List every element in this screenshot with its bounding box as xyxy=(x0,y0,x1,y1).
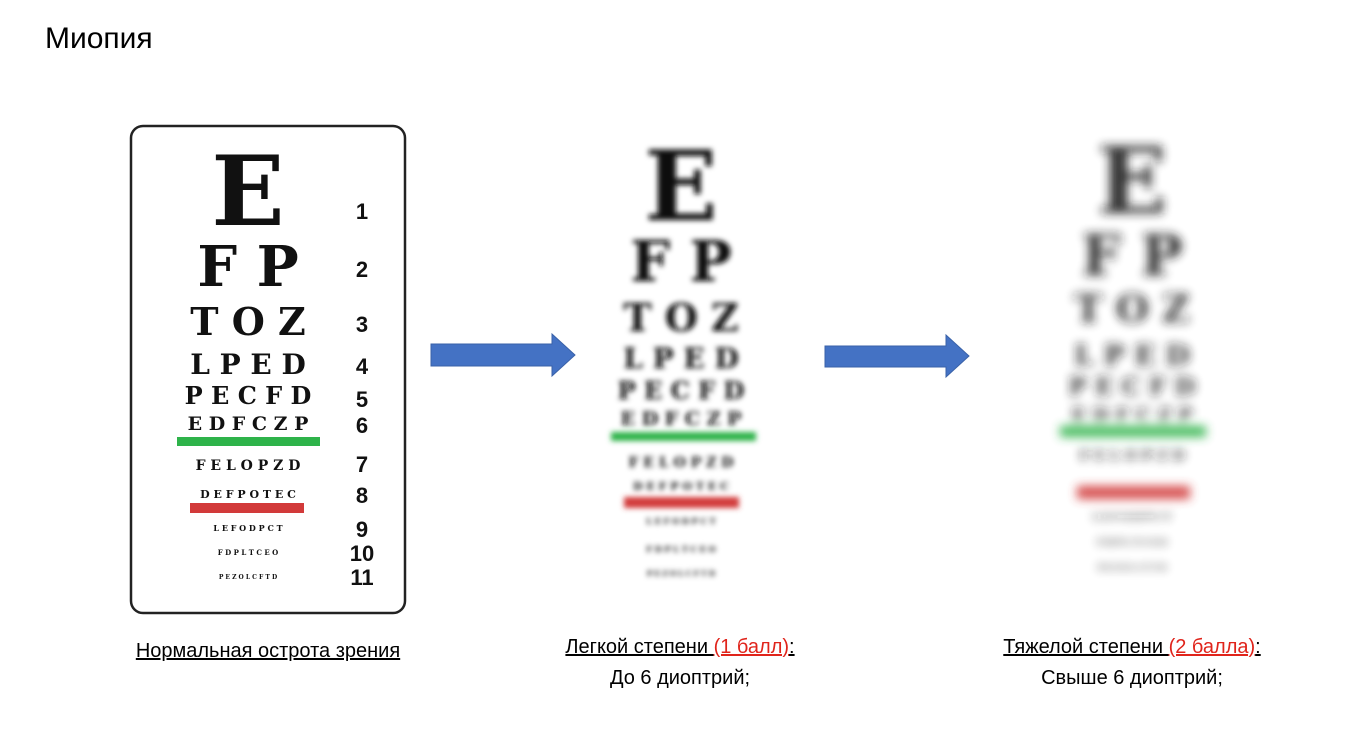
caption-severe-score: (2 балла) xyxy=(1168,636,1256,658)
chart-row-10: F D P L T C E O xyxy=(218,548,279,557)
severe-row-9: L E F O D P C T xyxy=(1093,513,1171,523)
chart-row-1: E xyxy=(211,135,284,248)
chart-row-6: E D F C Z P xyxy=(188,413,309,435)
severe-green-line xyxy=(1060,426,1206,437)
row-number-4: 4 xyxy=(356,354,369,379)
eye-chart-severe: E F P T O Z L P E D P E C F D E D F C Z … xyxy=(1060,127,1206,572)
caption-severe: Тяжелой степени (2 балла): Свыше 6 диопт… xyxy=(949,632,1315,694)
arrow-right-icon xyxy=(430,332,576,378)
caption-severe-label: Тяжелой степени xyxy=(1003,636,1169,658)
row-number-8: 8 xyxy=(356,483,368,508)
caption-normal: Нормальная острота зрения xyxy=(98,636,438,667)
row-number-3: 3 xyxy=(356,312,368,337)
severe-row-7: F E L O P Z D xyxy=(1080,448,1185,464)
severe-row-6: E D F C Z P xyxy=(1072,404,1193,426)
mild-red-line xyxy=(624,497,739,508)
row-number-11: 11 xyxy=(350,565,373,590)
chart-row-7: F E L O P Z D xyxy=(196,458,301,474)
row-number-2: 2 xyxy=(356,257,368,282)
caption-mild-colon: : xyxy=(789,636,795,658)
arrow-right-icon xyxy=(824,333,970,379)
severe-row-4: L P E D xyxy=(1074,339,1190,372)
row-number-10: 10 xyxy=(350,541,374,566)
caption-mild-heading: Легкой степени (1 балл): xyxy=(510,632,850,663)
mild-row-11: P E Z O L C F T D xyxy=(647,569,715,578)
severe-row-11: P E Z O L C F T D xyxy=(1098,563,1166,572)
mild-row-1: E xyxy=(644,130,717,243)
severe-red-line xyxy=(1077,486,1190,499)
mild-row-6: E D F C Z P xyxy=(621,408,742,430)
chart-row-5: P E C F D xyxy=(185,381,312,410)
row-number-1: 1 xyxy=(356,199,368,224)
severe-row-2: F P xyxy=(1081,223,1182,289)
severe-row-10: F D P L T C E O xyxy=(1097,537,1166,547)
chart-row-11: P E Z O L C F T D xyxy=(219,574,277,581)
mild-green-line xyxy=(611,432,756,441)
mild-row-8: D E F P O T E C xyxy=(633,480,729,493)
row-number-7: 7 xyxy=(356,452,368,477)
row-number-5: 5 xyxy=(356,387,368,412)
caption-normal-label: Нормальная острота зрения xyxy=(135,640,401,662)
eye-chart-frame xyxy=(129,124,407,615)
mild-row-7: F E L O P Z D xyxy=(629,455,734,471)
mild-row-9: L E F O D P C T xyxy=(646,516,715,526)
caption-mild: Легкой степени (1 балл): До 6 диоптрий; xyxy=(510,632,850,694)
mild-row-5: P E C F D xyxy=(618,376,745,405)
chart-row-4: L P E D xyxy=(190,348,306,381)
mild-row-10: F D P L T C E O xyxy=(646,544,715,554)
row-number-9: 9 xyxy=(356,517,368,542)
eye-chart-mild: E F P T O Z L P E D P E C F D E D F C Z … xyxy=(611,130,756,578)
mild-row-3: T O Z xyxy=(623,295,739,340)
severe-row-1: E xyxy=(1097,127,1167,235)
chart-row-8: D E F P O T E C xyxy=(200,488,296,501)
mild-row-2: F P xyxy=(630,229,731,295)
caption-mild-detail: До 6 диоптрий; xyxy=(609,667,751,689)
green-line xyxy=(177,437,320,446)
caption-severe-colon: : xyxy=(1255,636,1261,658)
chart-row-2: F P xyxy=(197,234,298,300)
row-number-6: 6 xyxy=(356,413,368,438)
slide-title: Миопия xyxy=(45,22,153,55)
chart-row-3: T O Z xyxy=(190,299,306,344)
caption-severe-heading: Тяжелой степени (2 балла): xyxy=(949,632,1315,663)
chart-row-9: L E F O D P C T xyxy=(213,523,282,533)
caption-severe-detail: Свыше 6 диоптрий; xyxy=(1041,667,1223,689)
severe-row-5: P E C F D xyxy=(1069,372,1196,401)
caption-mild-score: (1 балл) xyxy=(713,636,790,658)
severe-row-3: T O Z xyxy=(1074,286,1190,331)
caption-mild-label: Легкой степени xyxy=(565,636,714,658)
red-line xyxy=(190,503,304,513)
mild-row-4: L P E D xyxy=(623,342,739,375)
eye-chart-normal: E F P T O Z L P E D P E C F D E D F C Z … xyxy=(129,124,407,615)
